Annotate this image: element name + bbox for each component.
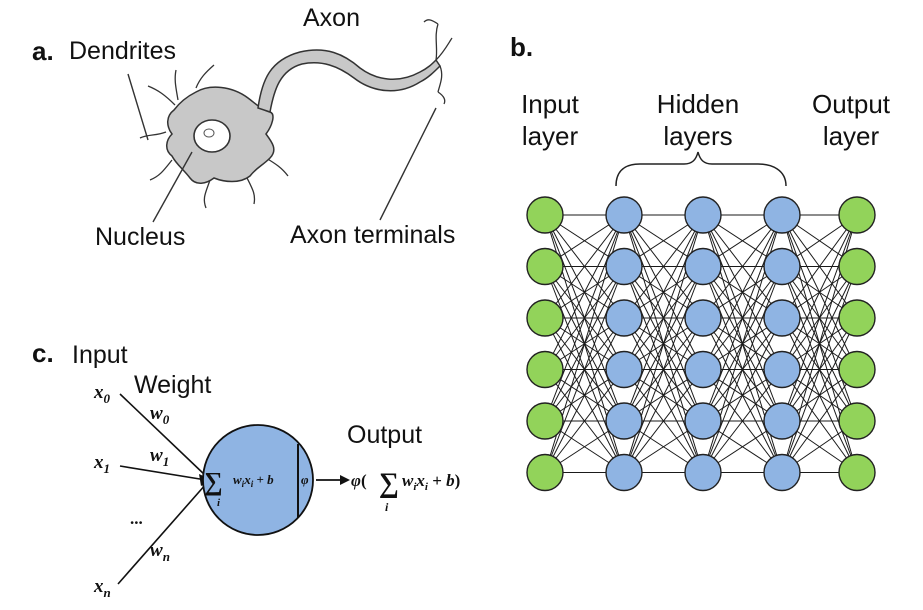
panel-c: c. Input Weight Output x0 x1 ... xn w0 w… [32, 338, 460, 600]
connection-3-5-1 [781, 266, 858, 473]
input-node-0-2 [526, 299, 564, 337]
output-title: Output [347, 421, 422, 449]
input-layer-label-1: Input [521, 89, 580, 119]
input-ellipsis: ... [130, 509, 143, 528]
connection-3-4-0 [781, 214, 858, 422]
connection-0-5-3 [544, 369, 625, 473]
input-layer-label-2: layer [522, 121, 579, 151]
neuron-sum-index: i [217, 497, 221, 509]
hidden-node-3-2 [763, 299, 801, 337]
hidden-node-1-4 [605, 402, 643, 440]
hidden-node-2-1 [684, 247, 722, 286]
connection-3-5-2 [781, 317, 858, 473]
input-node-0-5 [526, 453, 564, 492]
connection-0-5-1 [544, 266, 625, 473]
input-xn: xn [93, 576, 111, 600]
hidden-layers-label-2: layers [663, 121, 732, 151]
input-title: Input [72, 341, 128, 369]
neuron-sum-terms: wixi + b [233, 472, 274, 489]
input-connections [117, 393, 207, 585]
label-pointers [127, 73, 437, 223]
weight-title: Weight [134, 371, 211, 399]
axon-shape [257, 49, 441, 113]
hidden-node-3-3 [763, 350, 801, 389]
output-sum-sign: ∑ [379, 468, 399, 499]
hidden-node-3-1 [763, 247, 801, 286]
hidden-node-1-0 [605, 196, 643, 234]
output-layer-label-1: Output [812, 89, 891, 119]
output-sum-index: i [385, 500, 389, 514]
connection-1-5-1 [623, 266, 704, 473]
connection-0-4-0 [544, 214, 625, 422]
connection-3-3-0 [781, 214, 858, 370]
output-node-4-5 [838, 453, 876, 492]
connection-2-2-0 [702, 214, 783, 319]
axon-terminal-branches [423, 19, 453, 105]
hidden-node-2-3 [684, 350, 722, 389]
connection-2-5-3 [702, 369, 783, 473]
hidden-node-2-2 [684, 299, 722, 337]
connection-1-2-0 [623, 214, 704, 319]
input-node-0-3 [526, 350, 564, 389]
hidden-node-2-0 [684, 196, 722, 234]
output-arrowhead [340, 475, 350, 485]
hidden-node-1-3 [605, 350, 643, 389]
hidden-node-3-4 [763, 402, 801, 440]
output-node-4-4 [838, 402, 876, 440]
input-x0: x0 [93, 382, 111, 406]
connection-0-2-0 [544, 214, 625, 319]
dendrites-label: Dendrites [69, 37, 176, 65]
connection-2-5-2 [702, 317, 783, 473]
hidden-node-1-1 [605, 247, 643, 286]
connection-1-5-2 [623, 317, 704, 473]
hidden-node-3-5 [763, 453, 801, 492]
panel-b: b. Input layer Hidden layers Output laye… [510, 32, 891, 492]
panel-a-letter: a. [32, 36, 54, 66]
hidden-node-1-2 [605, 299, 643, 337]
neuron-body [202, 424, 314, 536]
output-expression: φ( [351, 471, 367, 490]
hidden-layers-brace [615, 151, 787, 187]
nucleolus-shape [203, 128, 215, 138]
input-node-0-4 [526, 402, 564, 440]
connection-3-2-0 [781, 214, 858, 319]
neuron-sum-sign: ∑ [204, 467, 223, 496]
hidden-node-2-4 [684, 402, 722, 440]
connection-1-3-0 [623, 214, 704, 370]
output-node-4-0 [838, 196, 876, 234]
connection-2-4-0 [702, 214, 783, 422]
hidden-node-3-0 [763, 196, 801, 234]
panel-c-letter: c. [32, 338, 54, 368]
connection-2-3-0 [702, 214, 783, 370]
connection-3-5-3 [781, 369, 858, 473]
weight-w0: w0 [150, 403, 170, 427]
output-sum-terms: wixi + b) [402, 471, 460, 493]
output-node-4-1 [838, 247, 876, 286]
input-node-0-0 [526, 196, 564, 234]
weight-wn: wn [150, 540, 170, 564]
output-layer-label-2: layer [823, 121, 880, 151]
network-nodes [526, 196, 876, 492]
axon-terminals-label: Axon terminals [290, 221, 455, 249]
panel-a: a. Dendrites Axon Nucleus Axon terminals [32, 4, 455, 251]
connection-1-5-3 [623, 369, 704, 473]
connection-0-3-0 [544, 214, 625, 370]
hidden-node-1-5 [605, 453, 643, 492]
nucleus-label: Nucleus [95, 223, 185, 251]
output-node-4-3 [838, 350, 876, 389]
input-x1: x1 [93, 452, 110, 476]
axon-label: Axon [303, 4, 360, 32]
input-node-0-1 [526, 247, 564, 286]
connection-0-5-2 [544, 317, 625, 473]
panel-b-letter: b. [510, 32, 533, 62]
output-node-4-2 [838, 299, 876, 337]
hidden-node-2-5 [684, 453, 722, 492]
weight-w1: w1 [150, 445, 169, 469]
connection-2-5-1 [702, 266, 783, 473]
hidden-layers-label-1: Hidden [657, 89, 739, 119]
connection-1-4-0 [623, 214, 704, 422]
neuron-phi: φ [301, 472, 309, 487]
